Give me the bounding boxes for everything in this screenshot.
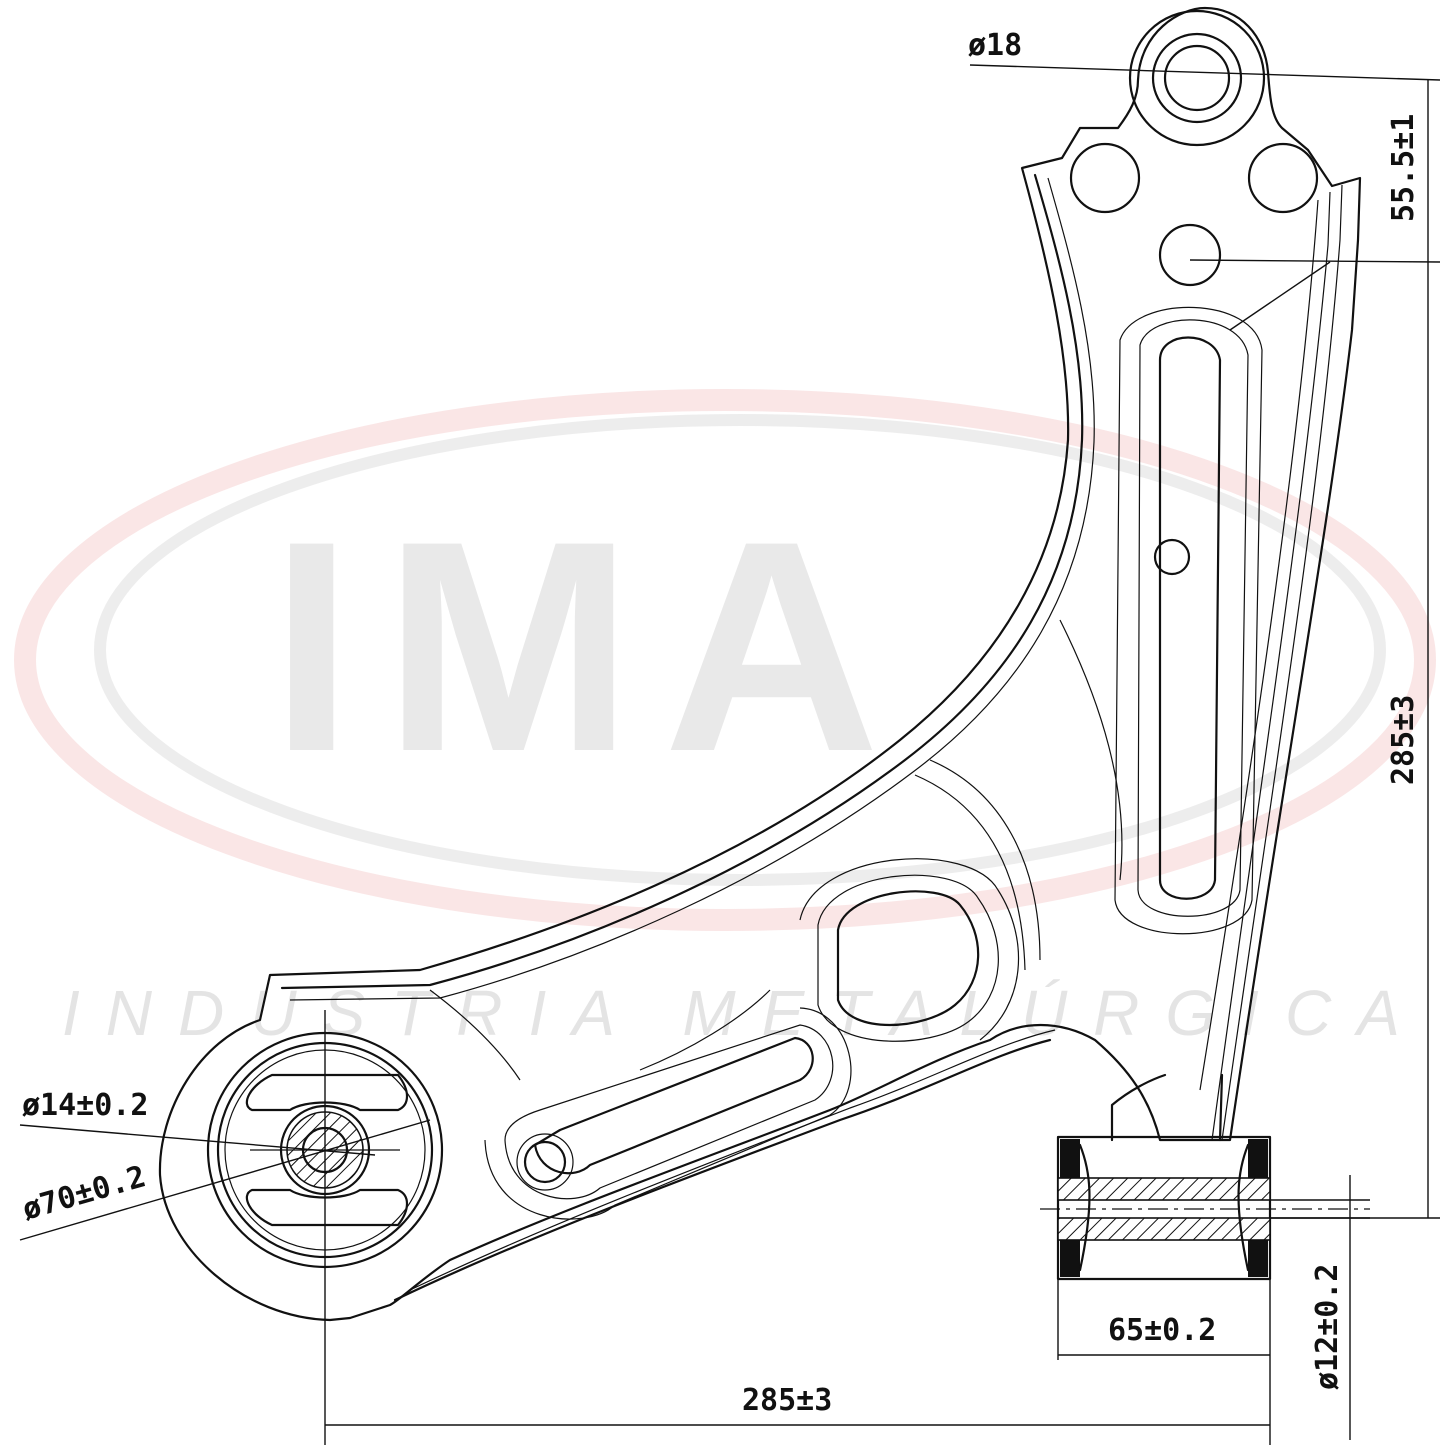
watermark: IMA INDUSTRIA METALÚRGICA ALLI	[14, 389, 1445, 1049]
dim-vertical-length: 285±3	[1386, 695, 1421, 785]
watermark-ring-outer	[14, 389, 1436, 931]
dimension-lines	[19, 64, 1441, 1445]
dim-ball-joint-offset: 55.5±1	[1386, 114, 1421, 222]
dim-front-bushing-outer: ø70±0.2	[19, 1159, 150, 1227]
arm-body	[158, 6, 1362, 1322]
watermark-logo: IMA	[270, 478, 910, 814]
watermark-tagline: INDUSTRIA METALÚRGICA ALLI	[62, 977, 1445, 1049]
rear-bushing	[1040, 1073, 1370, 1281]
dim-horizontal-length: 285±3	[742, 1383, 832, 1418]
dim-rear-bushing-width: 65±0.2	[1108, 1313, 1216, 1348]
dim-rear-bushing-inner: ø12±0.2	[1310, 1264, 1345, 1390]
front-bushing	[206, 1010, 444, 1445]
dim-front-bushing-inner: ø14±0.2	[22, 1088, 148, 1123]
dim-ball-joint-diameter: ø18	[968, 28, 1022, 63]
